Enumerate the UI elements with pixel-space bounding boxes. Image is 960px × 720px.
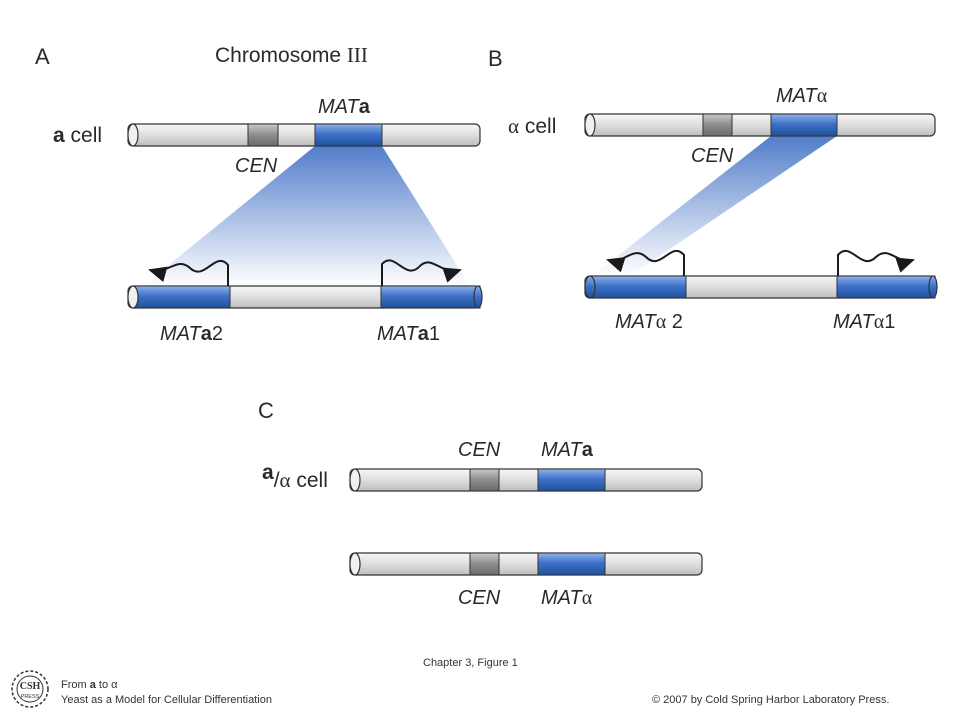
- mat-alpha-label: MATα: [776, 85, 828, 107]
- book-source-line: From a to α: [61, 679, 118, 691]
- cen-label-b: CEN: [691, 145, 734, 167]
- chromosome-title: Chromosome III: [215, 43, 368, 67]
- mat-a-locus: [314, 123, 383, 147]
- a-cell-label: a cell: [53, 124, 102, 147]
- panel-label-b: B: [488, 46, 503, 71]
- cen-label-c-bottom: CEN: [458, 587, 501, 609]
- svg-text:CSH: CSH: [20, 681, 41, 692]
- zoom-projection-a: [143, 146, 470, 286]
- mat-a2-label: MATa2: [160, 323, 223, 345]
- alpha-cell-label: α cell: [508, 114, 556, 138]
- figure-caption: Chapter 3, Figure 1: [423, 657, 518, 669]
- panel-label-c: C: [258, 398, 274, 423]
- transcript-arrow-a2: [148, 259, 229, 286]
- mat-alpha-locus: [770, 113, 838, 137]
- centromere-c-bottom: [469, 552, 500, 576]
- svg-text:PRESS: PRESS: [21, 694, 40, 700]
- chromosome-a-top: [127, 123, 481, 147]
- mat-a1-locus: [380, 285, 481, 309]
- mat-alpha2-locus: [589, 275, 687, 299]
- transcript-arrow-a1: [381, 259, 462, 286]
- centromere-c-top: [469, 468, 500, 492]
- cen-label-a: CEN: [235, 155, 278, 177]
- a-alpha-cell-label: a/α cell: [262, 461, 328, 492]
- mat-a-locus-c: [537, 468, 606, 492]
- mat-alpha1-locus: [836, 275, 936, 299]
- mat-a-label-c: MATa: [541, 439, 594, 461]
- mat-alpha2-label: MATα 2: [615, 311, 683, 333]
- csh-press-logo: CSH PRESS: [10, 669, 50, 709]
- mat-a2-locus: [133, 285, 231, 309]
- chromosome-b-bottom: [584, 275, 938, 299]
- zoom-projection-b: [592, 136, 837, 276]
- copyright-notice: © 2007 by Cold Spring Harbor Laboratory …: [652, 694, 890, 706]
- centromere-a: [247, 123, 279, 147]
- mat-a1-label: MATa1: [377, 323, 440, 345]
- book-title: Yeast as a Model for Cellular Differenti…: [61, 694, 272, 706]
- transcript-arrow-alpha2: [606, 249, 685, 276]
- transcript-arrow-alpha1: [837, 249, 915, 276]
- mat-alpha1-label: MATα1: [833, 311, 895, 333]
- chromosome-c-bottom: [349, 552, 703, 576]
- chromosome-c-top: [349, 468, 703, 492]
- cen-label-c-top: CEN: [458, 439, 501, 461]
- csh-press-logo-icon: CSH PRESS: [11, 670, 49, 708]
- mat-alpha-locus-c: [537, 552, 606, 576]
- chromosome-a-bottom: [127, 285, 483, 309]
- panel-label-a: A: [35, 44, 50, 69]
- mat-alpha-label-c: MATα: [541, 587, 593, 609]
- centromere-b: [702, 113, 733, 137]
- chromosome-b-top: [584, 113, 936, 137]
- mat-a-label: MATa: [318, 96, 371, 118]
